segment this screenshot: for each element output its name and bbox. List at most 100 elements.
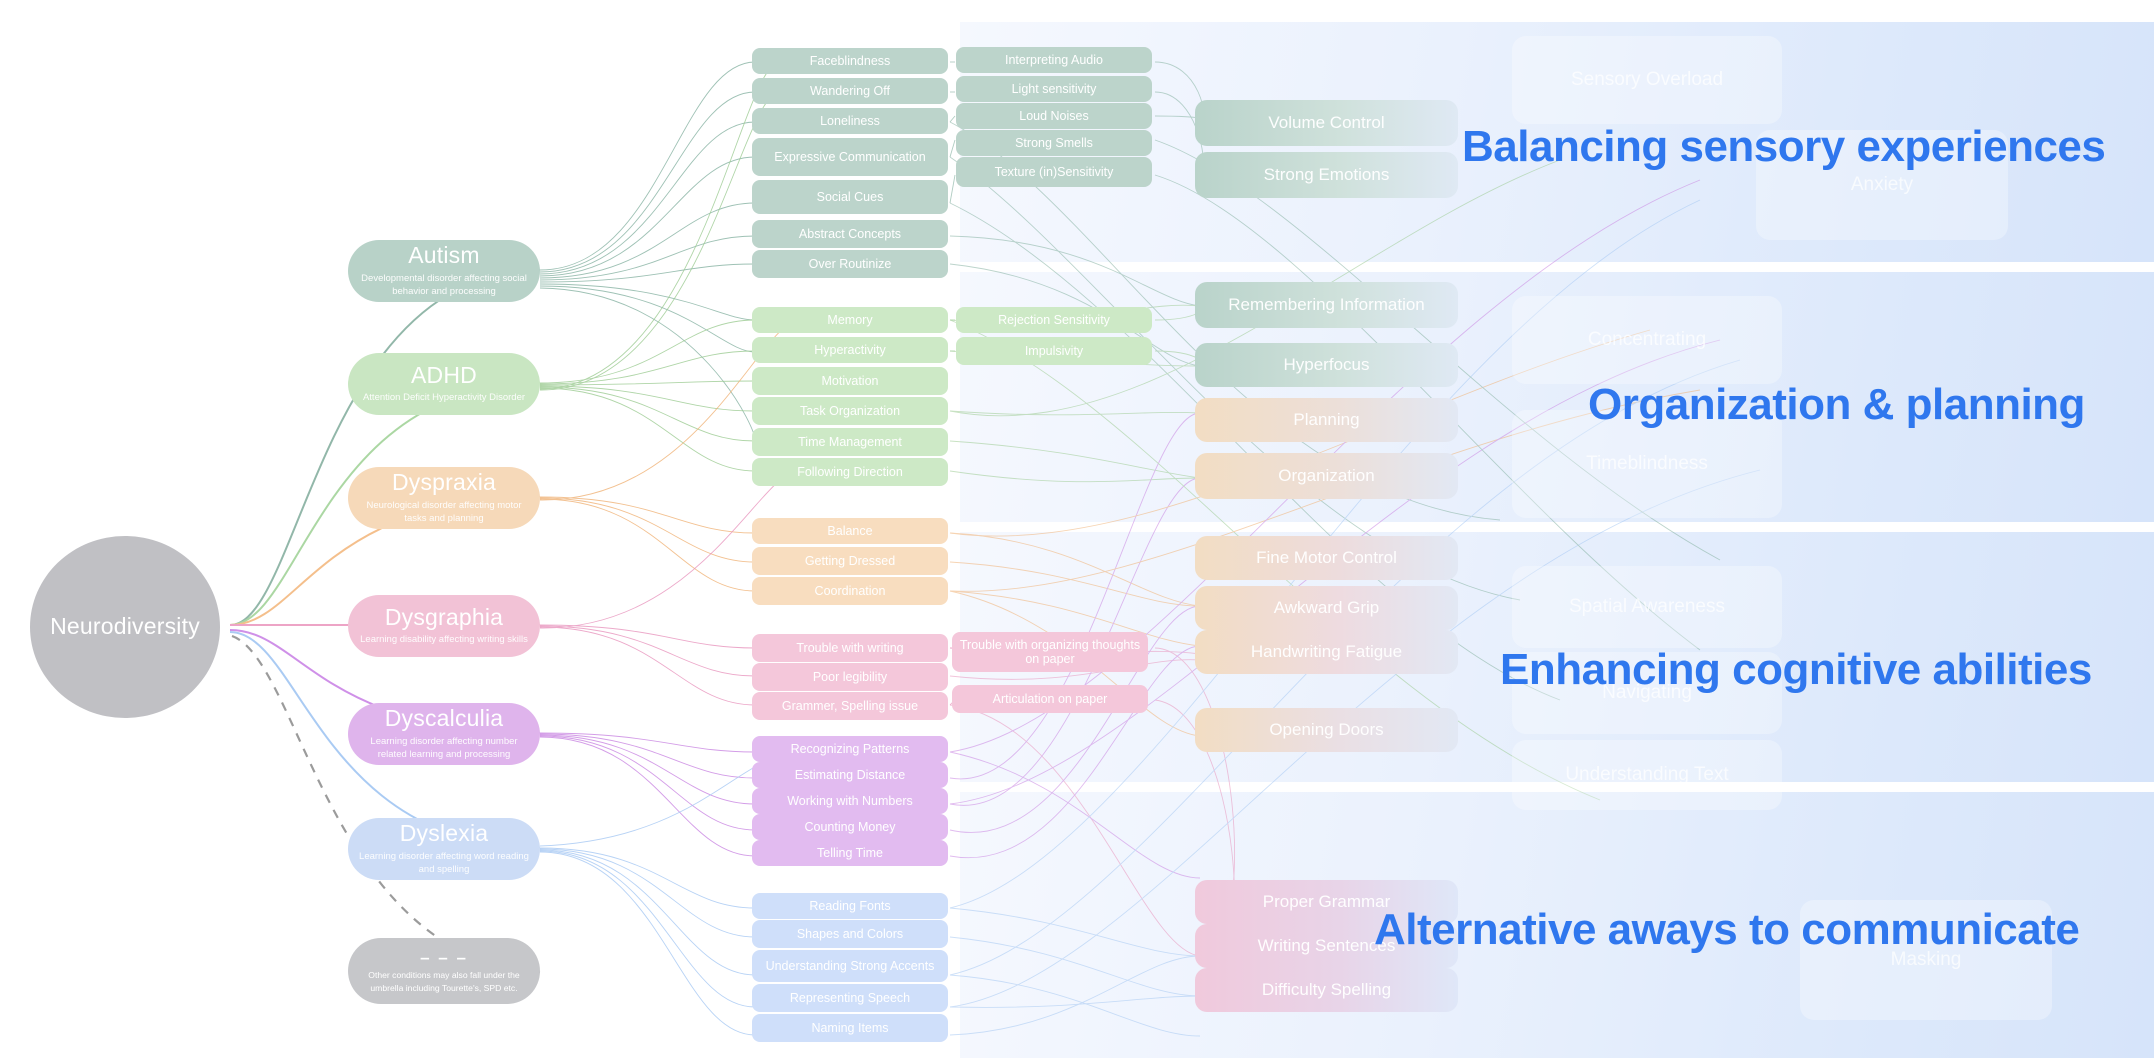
outcome-label: Remembering Information (1228, 295, 1425, 315)
condition-desc: Developmental disorder affecting social … (361, 273, 527, 297)
symptom-recognizing-patterns[interactable]: Recognizing Patterns (752, 736, 948, 762)
condition-autism[interactable]: Autism Developmental disorder affecting … (348, 240, 540, 302)
outcome-label: Difficulty Spelling (1261, 980, 1392, 1000)
ghost-outcome-label: Anxiety (1850, 174, 1914, 196)
symptom-coordination[interactable]: Coordination (752, 577, 948, 605)
ghost-outcome-label: Understanding Text (1565, 764, 1729, 786)
symptom-loud-noises[interactable]: Loud Noises (956, 103, 1152, 129)
symptom-label: Hyperactivity (814, 343, 886, 357)
symptom-interpreting-audio[interactable]: Interpreting Audio (956, 47, 1152, 73)
ghost-outcome-navigating[interactable]: Navigating (1512, 652, 1782, 734)
symptom-label: Recognizing Patterns (790, 742, 910, 756)
outcome-writing-sentences[interactable]: Writing Sentences (1195, 924, 1458, 968)
symptom-texture-sensitivity[interactable]: Texture (in)Sensitivity (956, 157, 1152, 187)
symptom-poor-legibility[interactable]: Poor legibility (752, 663, 948, 691)
outcome-opening-doors[interactable]: Opening Doors (1195, 708, 1458, 752)
symptom-label: Interpreting Audio (1005, 53, 1103, 67)
symptom-loneliness[interactable]: Loneliness (752, 108, 948, 134)
symptom-telling-time[interactable]: Telling Time (752, 840, 948, 866)
symptom-impulsivity[interactable]: Impulsivity (956, 337, 1152, 365)
symptom-expressive-communication[interactable]: Expressive Communication (752, 138, 948, 176)
outcome-proper-grammar[interactable]: Proper Grammar (1195, 880, 1458, 924)
symptom-getting-dressed[interactable]: Getting Dressed (752, 547, 948, 575)
symptom-reading-fonts[interactable]: Reading Fonts (752, 893, 948, 919)
root-label: Neurodiversity (50, 613, 200, 640)
symptom-naming-items[interactable]: Naming Items (752, 1014, 948, 1042)
symptom-label: Memory (827, 313, 873, 327)
ghost-outcome-timeblindness[interactable]: Timeblindness (1512, 410, 1782, 518)
symptom-label: Loneliness (820, 114, 880, 128)
symptom-label: Trouble with organizing thoughts on pape… (959, 638, 1141, 666)
outcome-fine-motor-control[interactable]: Fine Motor Control (1195, 536, 1458, 580)
ghost-outcome-masking[interactable]: Masking (1800, 900, 2052, 1020)
ghost-outcome-sensory-overload[interactable]: Sensory Overload (1512, 36, 1782, 124)
outcome-hyperfocus[interactable]: Hyperfocus (1195, 343, 1458, 387)
symptom-label: Working with Numbers (787, 794, 913, 808)
symptom-articulation-on-paper[interactable]: Articulation on paper (952, 685, 1148, 713)
ghost-outcome-anxiety[interactable]: Anxiety (1756, 130, 2008, 240)
symptom-label: Representing Speech (789, 991, 911, 1005)
symptom-strong-smells[interactable]: Strong Smells (956, 130, 1152, 156)
symptom-over-routinize[interactable]: Over Routinize (752, 250, 948, 278)
condition-adhd[interactable]: ADHD Attention Deficit Hyperactivity Dis… (348, 353, 540, 415)
condition-desc: Neurological disorder affecting motor ta… (366, 500, 522, 524)
outcome-label: Organization (1278, 466, 1375, 486)
condition-title: ADHD (411, 361, 477, 388)
outcome-strong-emotions[interactable]: Strong Emotions (1195, 152, 1458, 198)
condition-other[interactable]: – – – Other conditions may also fall und… (348, 938, 540, 1004)
ghost-outcome-label: Sensory Overload (1570, 69, 1724, 91)
symptom-representing-speech[interactable]: Representing Speech (752, 984, 948, 1012)
outcome-organization[interactable]: Organization (1195, 453, 1458, 499)
outcome-planning[interactable]: Planning (1195, 398, 1458, 442)
symptom-trouble-with-writing[interactable]: Trouble with writing (752, 634, 948, 662)
symptom-motivation[interactable]: Motivation (752, 367, 948, 395)
symptom-abstract-concepts[interactable]: Abstract Concepts (752, 220, 948, 248)
condition-dyslexia[interactable]: Dyslexia Learning disorder affecting wor… (348, 818, 540, 880)
symptom-label: Articulation on paper (992, 692, 1108, 706)
outcome-label: Opening Doors (1269, 720, 1384, 740)
outcome-remembering-information[interactable]: Remembering Information (1195, 282, 1458, 328)
condition-dyspraxia[interactable]: Dyspraxia Neurological disorder affectin… (348, 467, 540, 529)
symptom-following-direction[interactable]: Following Direction (752, 458, 948, 486)
symptom-task-organization[interactable]: Task Organization (752, 397, 948, 425)
symptom-social-cues[interactable]: Social Cues (752, 180, 948, 214)
symptom-faceblindness[interactable]: Faceblindness (752, 48, 948, 74)
outcome-label: Fine Motor Control (1256, 548, 1397, 568)
outcome-awkward-grip[interactable]: Awkward Grip (1195, 586, 1458, 630)
condition-dysgraphia[interactable]: Dysgraphia Learning disability affecting… (348, 595, 540, 657)
symptom-memory[interactable]: Memory (752, 307, 948, 333)
symptom-label: Wandering Off (810, 84, 890, 98)
ghost-outcome-label: Navigating (1602, 682, 1692, 704)
outcome-volume-control[interactable]: Volume Control (1195, 100, 1458, 146)
outcome-label: Proper Grammar (1262, 892, 1391, 912)
symptom-understanding-strong-accents[interactable]: Understanding Strong Accents (752, 950, 948, 982)
condition-dyscalculia[interactable]: Dyscalculia Learning disorder affecting … (348, 703, 540, 765)
symptom-label: Understanding Strong Accents (765, 959, 935, 973)
symptom-counting-money[interactable]: Counting Money (752, 814, 948, 840)
outcome-handwriting-fatigue[interactable]: Handwriting Fatigue (1195, 630, 1458, 674)
ghost-outcome-understanding-text[interactable]: Understanding Text (1512, 740, 1782, 810)
outcome-label: Handwriting Fatigue (1250, 642, 1403, 662)
symptom-label: Poor legibility (812, 670, 888, 684)
symptom-balance[interactable]: Balance (752, 518, 948, 544)
symptom-hyperactivity[interactable]: Hyperactivity (752, 337, 948, 363)
root-node[interactable]: Neurodiversity (30, 536, 220, 718)
ghost-outcome-concentrating[interactable]: Concentrating (1512, 296, 1782, 384)
outcome-difficulty-spelling[interactable]: Difficulty Spelling (1195, 968, 1458, 1012)
symptom-trouble-organizing-thoughts[interactable]: Trouble with organizing thoughts on pape… (952, 632, 1148, 672)
symptom-light-sensitivity[interactable]: Light sensitivity (956, 76, 1152, 102)
heading-enhancing-cognitive: Enhancing cognitive abilities (1500, 645, 2092, 695)
ghost-outcome-spatial-awareness[interactable]: Spatial Awareness (1512, 566, 1782, 648)
outcome-label: Hyperfocus (1283, 355, 1370, 375)
outcome-label: Strong Emotions (1263, 165, 1390, 185)
symptom-label: Expressive Communication (774, 150, 926, 164)
symptom-wandering-off[interactable]: Wandering Off (752, 78, 948, 104)
symptom-shapes-and-colors[interactable]: Shapes and Colors (752, 920, 948, 948)
symptom-label: Abstract Concepts (798, 227, 902, 241)
outcome-label: Writing Sentences (1257, 936, 1396, 956)
symptom-time-management[interactable]: Time Management (752, 428, 948, 456)
symptom-estimating-distance[interactable]: Estimating Distance (752, 762, 948, 788)
symptom-working-with-numbers[interactable]: Working with Numbers (752, 788, 948, 814)
symptom-rejection-sensitivity[interactable]: Rejection Sensitivity (956, 307, 1152, 333)
symptom-grammer-spelling-issue[interactable]: Grammer, Spelling issue (752, 692, 948, 720)
